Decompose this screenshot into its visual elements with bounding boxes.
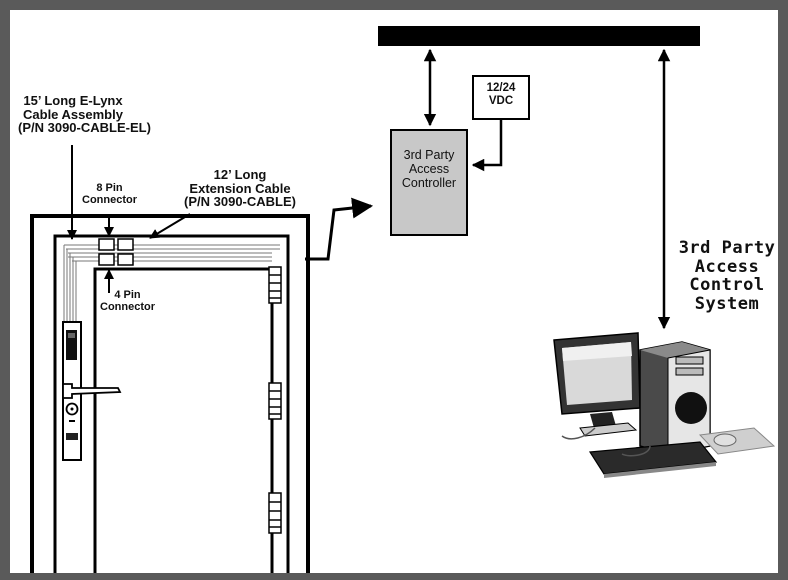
network-bus-bar — [378, 26, 700, 46]
pin4-connector-label: 4 Pin Connector — [100, 289, 155, 313]
door-to-controller-connector — [305, 197, 374, 261]
access-system-label: 3rd Party Access Control System — [678, 238, 776, 315]
pin8-connector-block — [98, 238, 134, 251]
pin8-connector-label: 8 Pin Connector — [82, 182, 137, 206]
extension-cable-label: 12’ Long Extension Cable (P/N 3090-CABLE… — [184, 167, 296, 210]
access-controller-box — [390, 129, 468, 236]
power-feed-line — [471, 119, 503, 172]
cable-routes — [63, 244, 280, 330]
diagram-panel: 15’ Long E-Lynx Cable Assembly (P/N 3090… — [10, 10, 778, 573]
door-hinges — [268, 266, 282, 534]
power-supply-box — [472, 75, 530, 120]
ellynx-cable-label: 15’ Long E-Lynx Cable Assembly (P/N 3090… — [18, 93, 151, 136]
door-frame — [30, 214, 310, 573]
power-supply-label: 12/24 VDC — [486, 82, 516, 108]
pin4-connector-block — [98, 253, 134, 266]
extension-cable-arrow — [149, 213, 191, 239]
diagram-graphics — [30, 26, 776, 573]
elynx-lock — [62, 321, 122, 461]
computer-icon — [553, 332, 776, 478]
access-controller-label: 3rd Party Access Controller — [401, 148, 457, 190]
